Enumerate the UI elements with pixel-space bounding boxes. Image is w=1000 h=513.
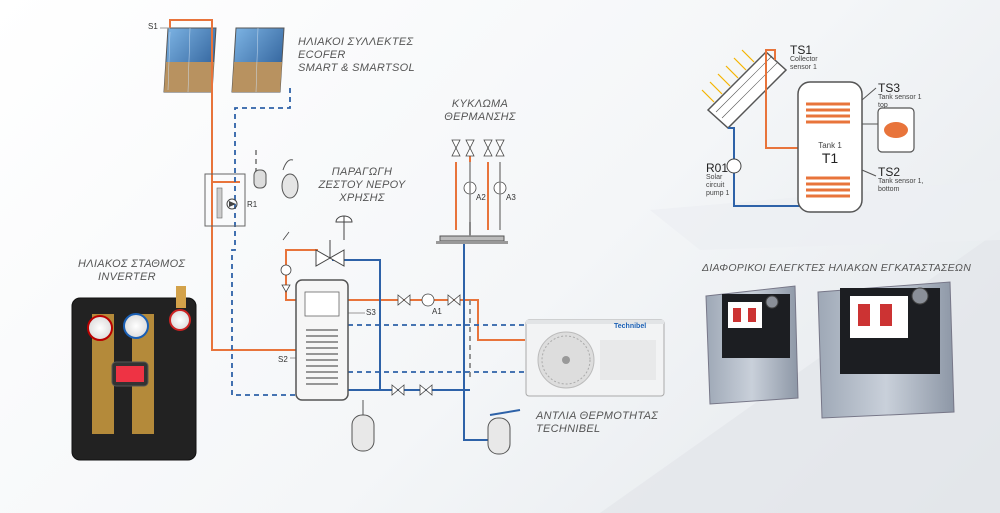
heating-circuit-line1: ΚΥΚΛΩΜΑ [451,98,509,110]
dashed-pipes [231,88,525,396]
heating-manifold [436,222,508,244]
pump-a1 [391,293,461,396]
hot-water-line1: ΠΑΡΑΓΩΓΗ [331,166,393,178]
component-a2: A2 [476,193,486,202]
shower-icon [335,215,353,240]
tank-label: Tank 1 T1 [812,141,848,167]
r01-desc1: Solar [706,174,723,181]
solar-schematic [701,49,915,213]
collectors-label: ΗΛΙΑΚΟΙ ΣΥΛΛΕΚΤΕΣ ECOFER SMART & SMARTSO… [298,36,415,75]
r01-label: R01 Solar circuit pump 1 [706,162,729,198]
ts1-desc2: sensor 1 [790,64,817,71]
heating-circuit-label: ΚΥΚΛΩΜΑ ΘΕΡΜΑΝΣΗΣ [430,98,530,124]
hot-water-line3: ΧΡΗΣΗΣ [339,192,385,204]
component-a1: A1 [432,307,442,316]
heat-pump-label: ΑΝΤΛΙΑ ΘΕΡΜΟΤΗΤΑΣ TECHNIBEL [536,410,658,436]
r01-desc2: circuit [706,182,725,189]
sensor-s1: S1 [148,22,158,31]
heating-circuit-line2: ΘΕΡΜΑΝΣΗΣ [444,111,516,123]
ts2-desc1: Tank sensor 1, [878,178,924,185]
r01-desc3: pump 1 [706,190,730,197]
collectors-brand: ECOFER [298,49,346,61]
expansion-vessel-tank [351,400,375,452]
storage-tank [295,279,349,401]
controller-small [705,285,799,405]
hot-water-line2: ΖΕΣΤΟΥ ΝΕΡΟΥ [318,179,406,191]
tank-valves [280,231,292,293]
sensor-s2: S2 [278,355,288,364]
background-plane [650,180,1000,250]
solar-station-title: ΗΛΙΑΚΟΣ ΣΤΑΘΜΟΣ [78,258,186,270]
ts1-desc1: Collector [790,56,818,63]
solar-station [71,286,197,461]
expansion-vessel-heatpump [487,417,511,455]
solar-collector-left [163,27,217,93]
sensor-s3: S3 [366,308,376,317]
heating-branch-valves [451,139,507,195]
component-a3: A3 [506,193,516,202]
solar-station-model: INVERTER [98,271,156,283]
ts3-code: TS3 [878,81,901,95]
solar-collector-right [231,27,285,93]
collectors-model: SMART & SMARTSOL [298,62,415,74]
controllers-label: ΔΙΑΦΟΡΙΚΟΙ ΕΛΕΓΚΤΕΣ ΗΛΙΑΚΩΝ ΕΓΚΑΤΑΣΤΑΣΕΩ… [702,262,972,274]
solar-station-label: ΗΛΙΑΚΟΣ ΣΤΑΘΜΟΣ INVERTER [78,258,185,284]
heating-return-lines [469,162,501,230]
ts1-code: TS1 [790,43,813,57]
ts3-desc1: Tank sensor 1 [878,94,922,101]
ts3-label: TS3 Tank sensor 1 top [878,82,922,110]
heat-pump-title: ΑΝΤΛΙΑ ΘΕΡΜΟΤΗΤΑΣ [536,410,659,422]
r01-code: R01 [706,161,729,175]
heat-pump-brand-badge: Technibel [614,323,647,330]
ts2-label: TS2 Tank sensor 1, bottom [878,166,924,194]
ts1-label: TS1 Collector sensor 1 [790,44,818,72]
hot-water-label: ΠΑΡΑΓΩΓΗ ΖΕΣΤΟΥ ΝΕΡΟΥ ΧΡΗΣΗΣ [312,166,412,205]
tank-code: T1 [821,150,839,166]
heat-pump-brand: TECHNIBEL [536,423,601,435]
controller-large [817,281,955,419]
ts3-desc2: top [878,102,888,109]
collectors-title: ΗΛΙΑΚΟΙ ΣΥΛΛΕΚΤΕΣ [298,36,414,48]
component-r1: R1 [247,200,258,209]
heat-pump-unit [525,319,665,397]
ts2-code: TS2 [878,165,901,179]
mixing-valve [315,240,345,267]
expansion-vessel-solar [253,159,299,199]
ts2-desc2: bottom [878,186,900,193]
pump-group-r1 [204,173,246,227]
tank-name: Tank 1 [818,141,842,150]
